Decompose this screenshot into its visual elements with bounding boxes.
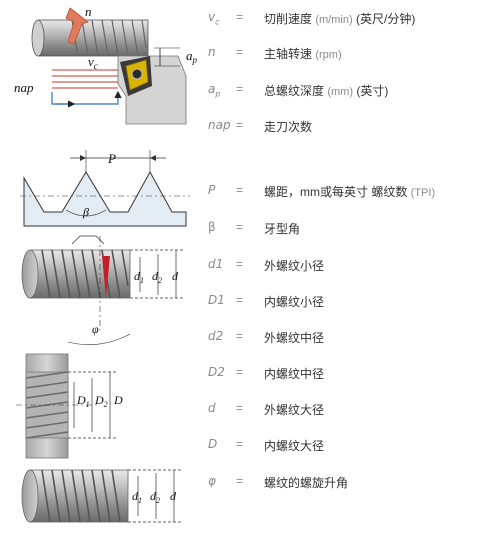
legend-symbol: D2 <box>208 365 225 379</box>
legend-description: 牙型角 <box>264 222 301 236</box>
n-label: n <box>85 4 92 19</box>
legend-equals: = <box>236 474 244 488</box>
legend-equals: = <box>236 257 244 271</box>
legend-row-n: n = 主轴转速 (rpm) <box>196 45 486 63</box>
legend-row-d1: d1 = 外螺纹小径 <box>196 257 486 275</box>
pitch-label: P <box>107 151 116 166</box>
legend-symbol: φ <box>208 474 216 488</box>
legend-description: 内螺纹小径 <box>264 295 325 309</box>
legend-description: 内螺纹中径 <box>264 367 325 381</box>
legend-description: 内螺纹大径 <box>264 439 325 453</box>
legend-symbol: d1 <box>208 257 224 271</box>
angle-label: β <box>82 205 89 219</box>
legend-row-nap: nap = 走刀次数 <box>196 118 486 136</box>
legend-equals: = <box>236 220 244 234</box>
legend-description: 切削速度 (m/min) (英尺/分钟) <box>264 12 416 26</box>
legend-description: 螺距，mm或每英寸 螺纹数 (TPI) <box>264 185 436 199</box>
internal-thread-figure: D1 D2 D <box>16 353 123 459</box>
legend-symbol: nap <box>208 118 231 132</box>
legend-description: 外螺纹小径 <box>264 259 325 273</box>
legend-row-vc: vc = 切削速度 (m/min) (英尺/分钟) <box>196 10 486 28</box>
nut-D1-label: D1 <box>76 393 90 409</box>
nut-D-label: D <box>113 393 123 407</box>
legend-equals: = <box>236 365 244 379</box>
legend-equals: = <box>236 401 244 415</box>
legend-symbol: n <box>208 45 216 59</box>
legend-symbol: vc <box>208 10 220 27</box>
phi-label: φ <box>92 322 99 336</box>
legend-equals: = <box>236 183 244 197</box>
legend-description: 外螺纹中径 <box>264 331 325 345</box>
legend-row-pitch: P = 螺距，mm或每英寸 螺纹数 (TPI) <box>196 183 486 201</box>
legend-symbol: P <box>208 183 216 197</box>
external-thread-figure: φ d1 d2 d <box>21 235 184 345</box>
legend-row-D1: D1 = 内螺纹小径 <box>196 293 486 311</box>
legend-description: 主轴转速 (rpm) <box>264 47 342 61</box>
legend-symbol: β <box>208 220 216 234</box>
legend-equals: = <box>236 437 244 451</box>
legend-row-D2: D2 = 内螺纹中径 <box>196 365 486 383</box>
legend-symbol: d2 <box>208 329 224 343</box>
legend-equals: = <box>236 82 244 96</box>
ext-d1-label: d1 <box>134 269 144 285</box>
legend-row-beta: β = 牙型角 <box>196 220 486 238</box>
legend-description: 螺纹的螺旋升角 <box>264 476 349 490</box>
legend-description: 总螺纹深度 (mm) (英寸) <box>264 84 389 98</box>
thread-profile-figure: P β <box>20 150 190 227</box>
external-thread-bottom-figure: d1 d2 d <box>21 469 182 523</box>
legend-row-D: D = 内螺纹大径 <box>196 437 486 455</box>
legend-equals: = <box>236 329 244 343</box>
legend-description: 走刀次数 <box>264 120 313 134</box>
legend-equals: = <box>236 45 244 59</box>
turning-operation-figure: n ap vc nap <box>14 4 198 125</box>
legend-description: 外螺纹大径 <box>264 403 325 417</box>
bottom-d1-label: d1 <box>132 489 142 505</box>
legend-symbol: ap <box>208 82 221 99</box>
legend-equals: = <box>236 293 244 307</box>
nut-D2-label: D2 <box>94 393 108 409</box>
legend-row-phi: φ = 螺纹的螺旋升角 <box>196 474 486 492</box>
nap-label: nap <box>14 80 34 95</box>
ext-d-label: d <box>172 269 179 283</box>
bottom-d2-label: d2 <box>150 489 160 505</box>
ext-d2-label: d2 <box>152 269 162 285</box>
legend-equals: = <box>236 118 244 132</box>
legend-symbol: d <box>208 401 216 415</box>
bottom-d-label: d <box>170 489 177 503</box>
vc-label: vc <box>88 54 98 71</box>
legend-symbol: D1 <box>208 293 225 307</box>
legend-equals: = <box>236 10 244 24</box>
legend-row-ap: ap = 总螺纹深度 (mm) (英寸) <box>196 82 486 100</box>
legend-row-d: d = 外螺纹大径 <box>196 401 486 419</box>
legend-row-d2: d2 = 外螺纹中径 <box>196 329 486 347</box>
ap-label: ap <box>186 48 198 65</box>
legend-symbol: D <box>208 437 218 451</box>
